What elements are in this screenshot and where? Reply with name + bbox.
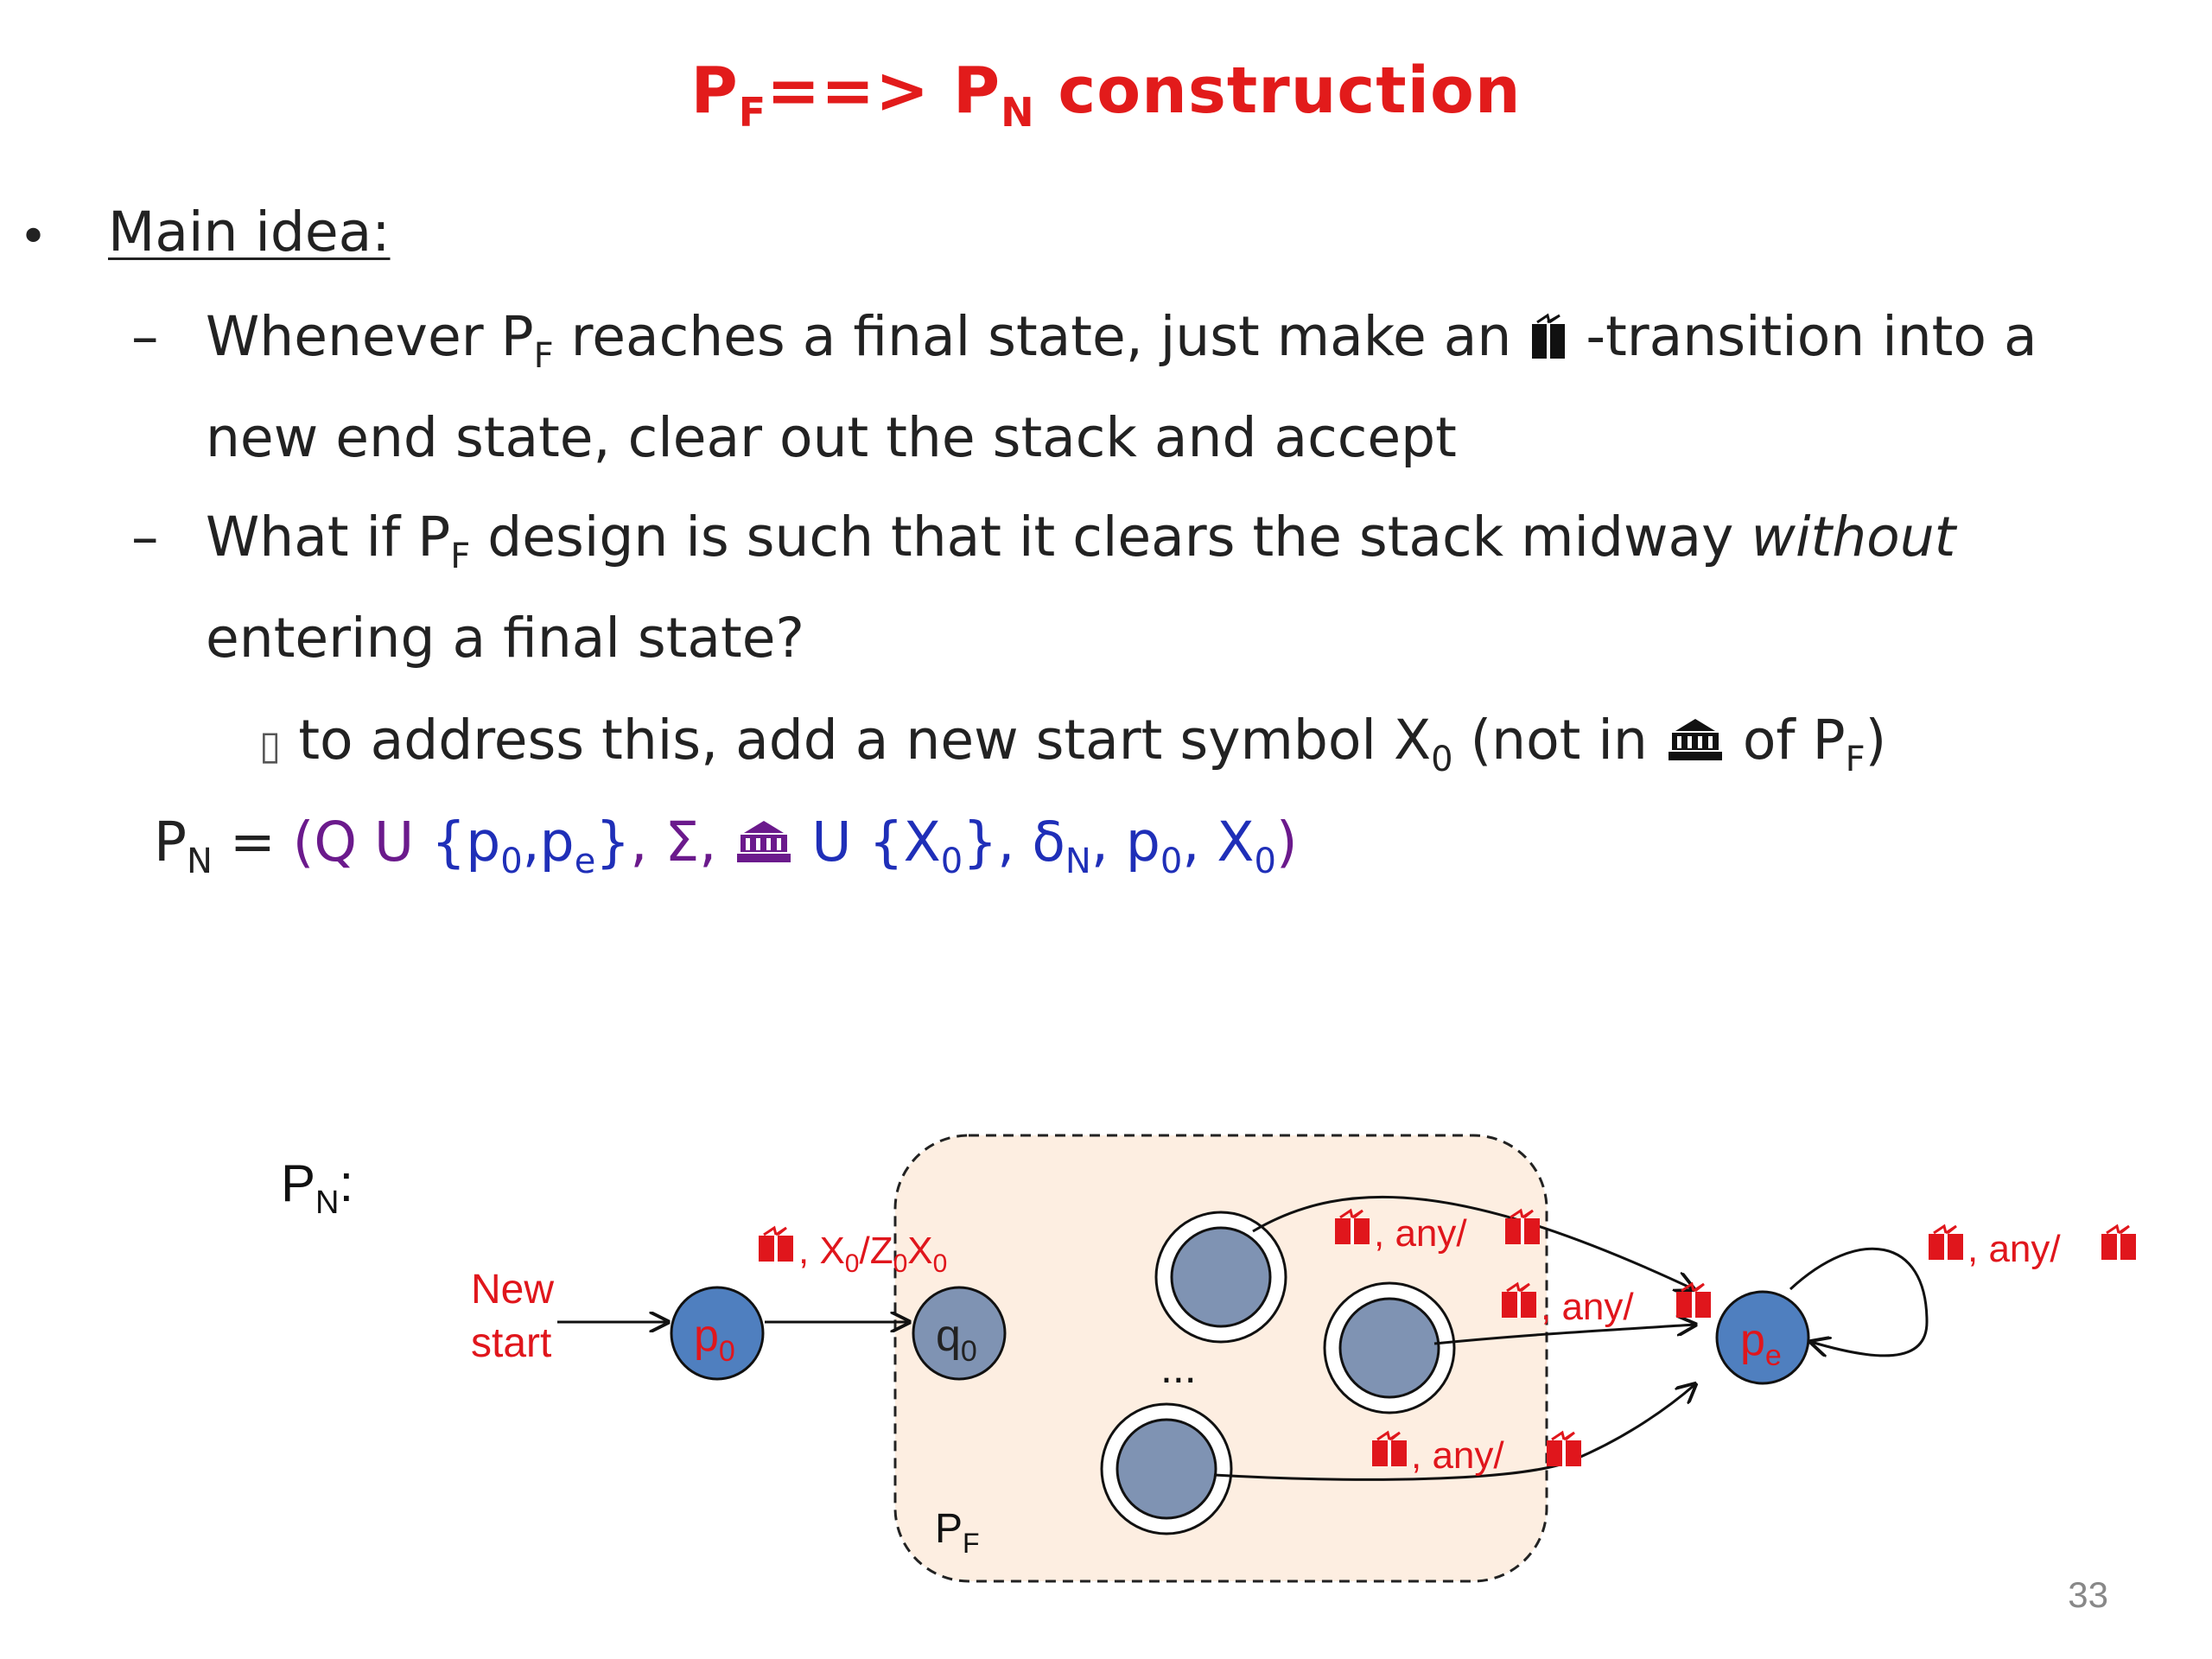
point2-line1: What if PF design is such that it clears…	[206, 505, 1956, 576]
dash-2: –	[131, 505, 159, 569]
point2-line2: entering a final state?	[206, 607, 804, 670]
state-p0	[670, 1286, 765, 1381]
label-final2-pe: , any/	[1541, 1286, 1634, 1328]
final-state-2	[1338, 1297, 1440, 1399]
sub-point: ▯ to address this, add a new start symbo…	[259, 709, 1887, 779]
state-q0	[912, 1286, 1007, 1381]
pf-region	[893, 1134, 1548, 1583]
label-final3-pe: , any/	[1411, 1434, 1504, 1477]
self-loop-pe	[1789, 1247, 1929, 1356]
state-p0-label: p0	[694, 1311, 735, 1368]
edge-final1-pe	[1252, 1195, 1694, 1289]
state-q0-label: q0	[936, 1311, 977, 1368]
new-label: New	[471, 1267, 554, 1313]
bullet-dot: •	[19, 209, 48, 265]
main-idea-heading: Main idea:	[108, 200, 391, 264]
final-state-1	[1170, 1226, 1272, 1328]
pf-region-label: PF	[935, 1506, 980, 1559]
label-self-loop-pe: , any/	[1967, 1228, 2061, 1270]
dash-1: –	[131, 305, 159, 368]
page-number: 33	[2068, 1574, 2108, 1615]
epsilon-gift-icon	[1545, 1431, 1583, 1468]
state-pe-label: pe	[1740, 1315, 1782, 1372]
gamma-glyph-icon	[737, 821, 791, 862]
pn-diagram-label: PN:	[281, 1154, 353, 1221]
gamma-glyph-icon	[1668, 719, 1722, 760]
start-label: start	[471, 1320, 551, 1366]
point1-line1: Whenever PF reaches a final state, just …	[206, 305, 2037, 376]
ellipsis: ...	[1160, 1344, 1197, 1392]
epsilon-gift-icon	[2100, 1224, 2138, 1262]
pn-tuple: PN = (Q U {p0,pe}, Σ, U {X0}, δN, p0, X0…	[154, 810, 1298, 881]
epsilon-gift-icon	[757, 1226, 795, 1263]
point1-line2: new end state, clear out the stack and a…	[206, 406, 1457, 469]
epsilon-gift-icon	[1675, 1282, 1713, 1319]
label-p0-q0: , X0/Z0X0	[798, 1230, 947, 1278]
final-state-3	[1116, 1418, 1217, 1520]
label-final1-pe: , any/	[1374, 1212, 1467, 1255]
epsilon-gift-icon	[1927, 1224, 1965, 1262]
edge-final3-pe	[1213, 1384, 1695, 1481]
edge-final2-pe	[1433, 1325, 1695, 1345]
slide-title: PF==> PN construction	[690, 54, 1522, 136]
epsilon-glyph-icon	[1532, 313, 1566, 359]
